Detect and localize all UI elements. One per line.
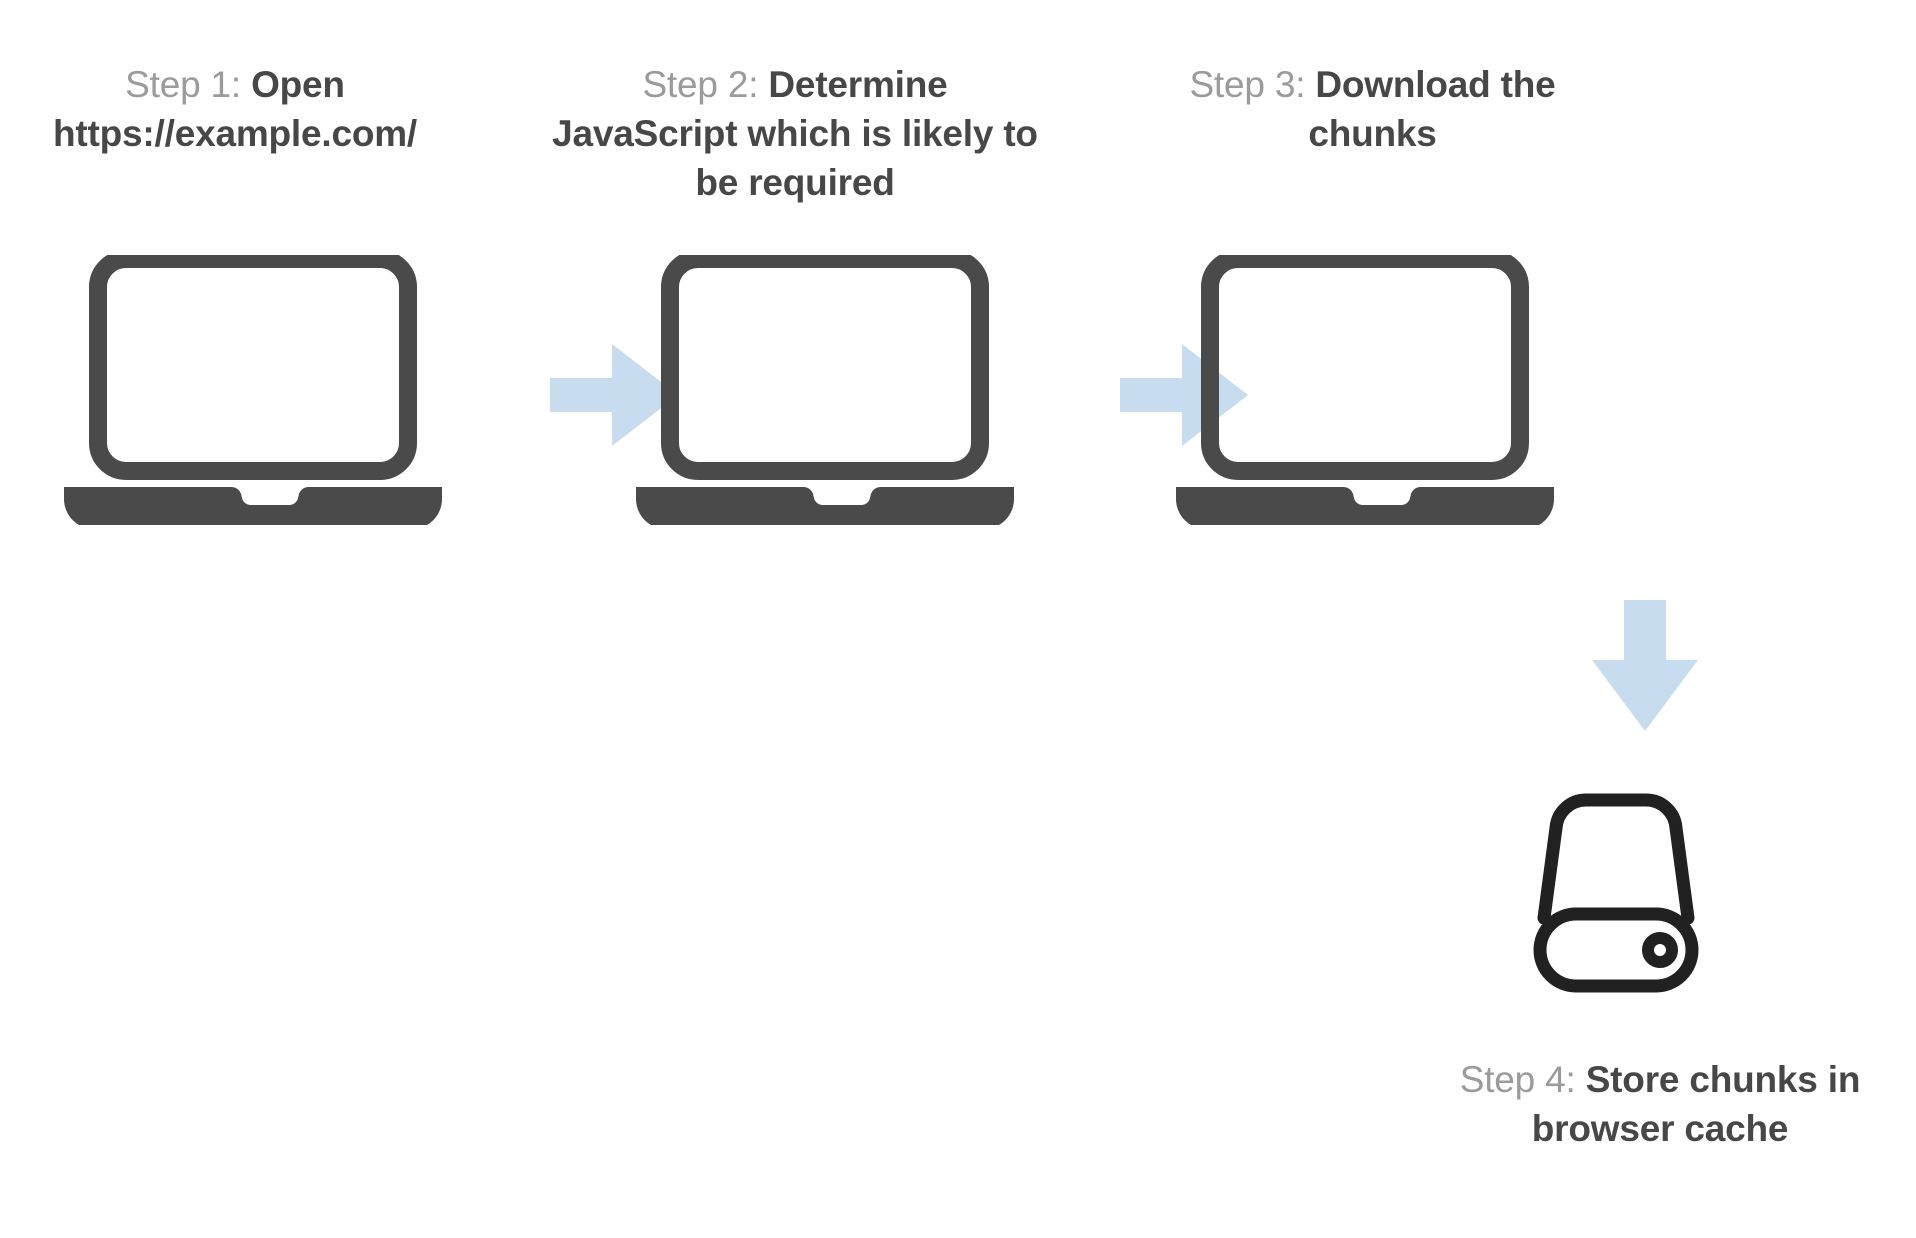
laptop-screen-bezel [89,255,417,480]
laptop-base [636,487,1014,525]
step-1-prefix: Step 1: [125,64,252,105]
step-3-caption: Step 3: Download the chunks [1160,60,1585,158]
disk-drive-icon [1500,790,1730,995]
step-1-description: Open https://example.com/ [52,64,418,155]
laptop-base [64,487,442,525]
laptop-screen-bezel [1201,255,1529,480]
step-4-caption: Step 4: Store chunks in browser cache [1440,1055,1880,1153]
laptop-screen-bezel [661,255,989,480]
step-2-caption: Step 2: Determine JavaScript which is li… [545,60,1045,208]
step-4-prefix: Step 4: [1459,1059,1586,1100]
arrow-down-icon [1590,600,1700,735]
disk-led-indicator [1642,932,1678,968]
laptop-icon [60,255,480,525]
step-2-description: Determine JavaScript which is likely to … [552,64,1038,204]
disk-front-bay [1533,907,1699,993]
step-3-description: Download the chunks [1308,64,1556,155]
laptop-base [1176,487,1554,525]
laptop-icon [1172,255,1592,525]
arrow-right-icon [1120,340,1250,450]
arrow-right-icon [550,340,680,450]
step-3-prefix: Step 3: [1189,64,1316,105]
step-4-description: Store chunks in browser cache [1531,1059,1861,1150]
step-1-caption: Step 1: Open https://example.com/ [20,60,450,158]
laptop-icon [632,255,1052,525]
disk-body-top [1537,793,1695,925]
step-2-prefix: Step 2: [642,64,769,105]
